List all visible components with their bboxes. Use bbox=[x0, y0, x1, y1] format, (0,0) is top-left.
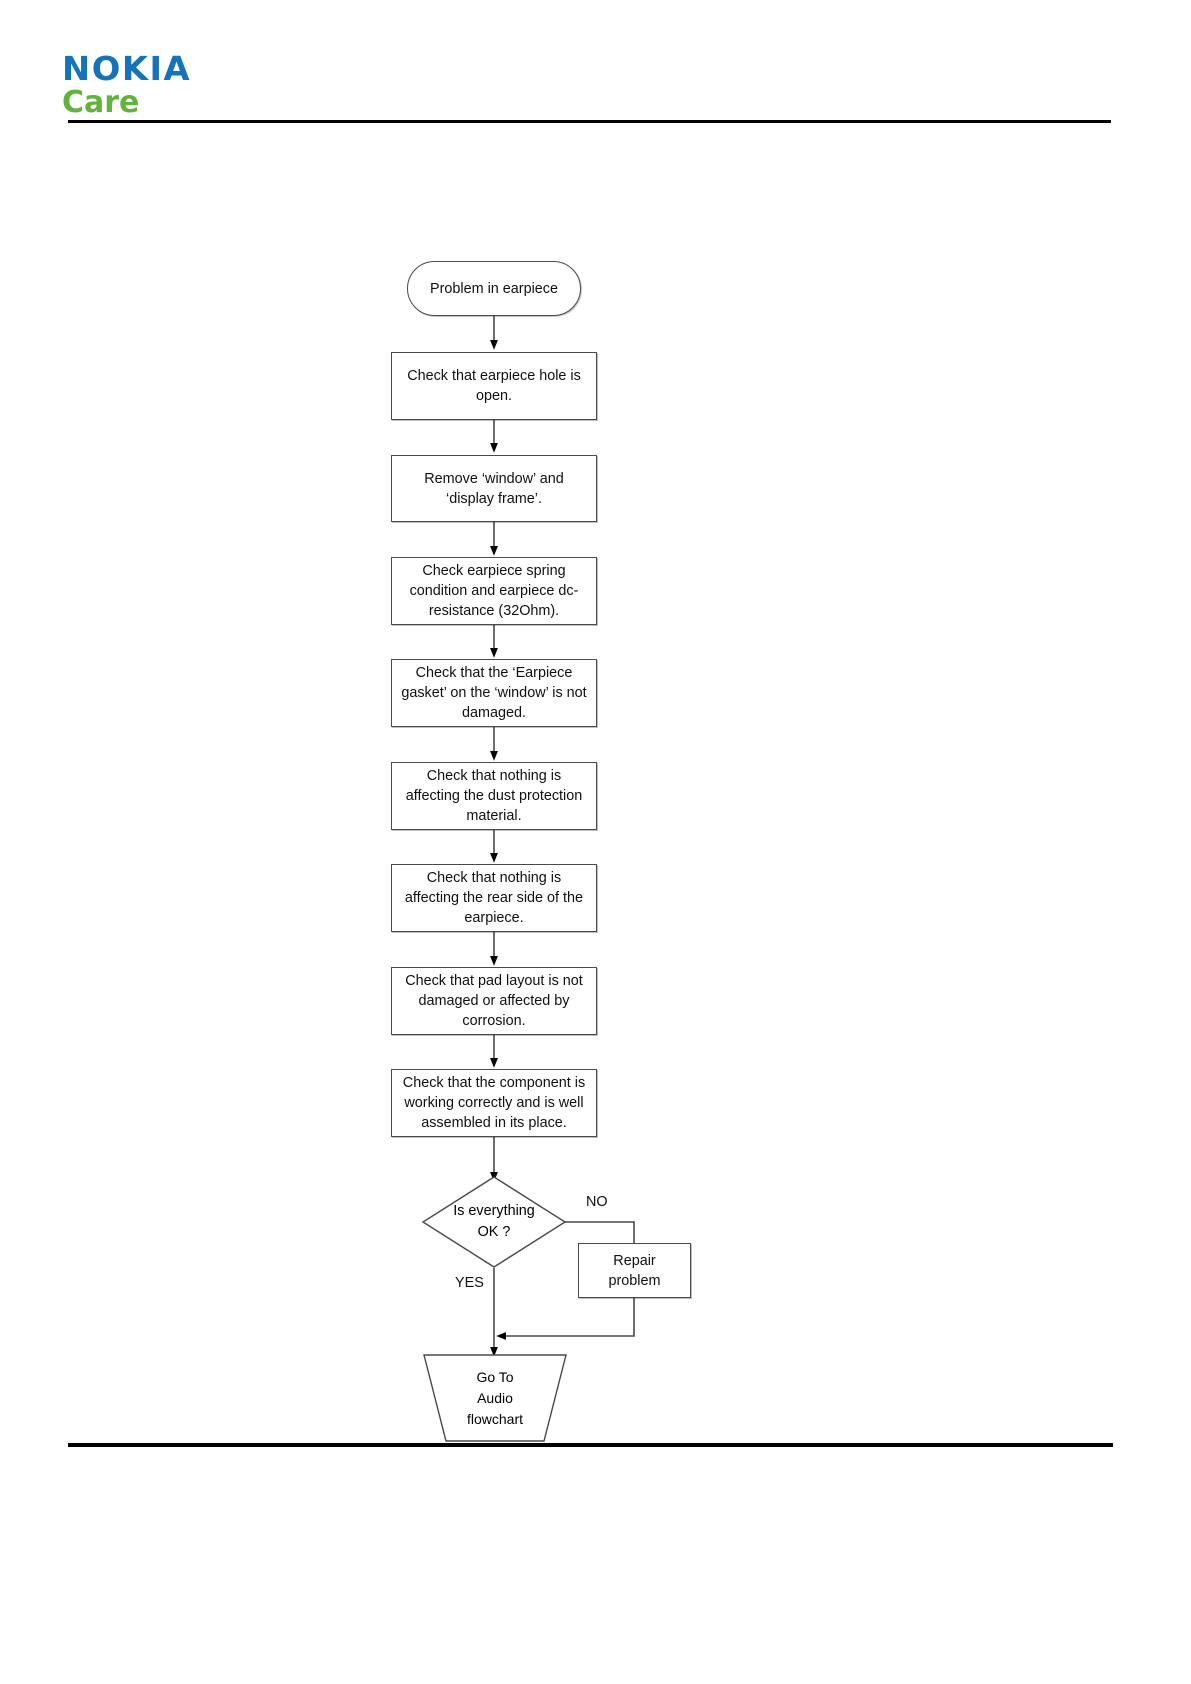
flow-node-label: Check that nothing is affecting the dust… bbox=[405, 768, 583, 824]
header-divider bbox=[68, 120, 1111, 123]
flow-node-check-earpiece-spring[interactable]: Check earpiece spring condition and earp… bbox=[391, 557, 597, 625]
flow-node-label: Check earpiece spring condition and earp… bbox=[409, 563, 579, 619]
footer-divider bbox=[68, 1443, 1113, 1447]
flow-node-decision-is-everything-ok[interactable]: Is everything OK ? bbox=[421, 1176, 567, 1268]
care-wordmark: Care bbox=[62, 85, 140, 120]
flow-node-start-label: Problem in earpiece bbox=[430, 280, 558, 297]
flow-node-repair-problem[interactable]: Repair problem bbox=[578, 1243, 691, 1298]
flow-node-label: Repair problem bbox=[608, 1252, 661, 1289]
nokia-wordmark: NOKIA bbox=[62, 49, 192, 88]
flow-node-check-earpiece-gasket[interactable]: Check that the ‘Earpiece gasket’ on the … bbox=[391, 659, 597, 727]
flow-node-check-component-working[interactable]: Check that the component is working corr… bbox=[391, 1069, 597, 1137]
flow-node-label: Check that the ‘Earpiece gasket’ on the … bbox=[401, 665, 587, 721]
nokia-care-logo: NOKIA Care bbox=[62, 52, 362, 120]
flow-node-check-dust-protection[interactable]: Check that nothing is affecting the dust… bbox=[391, 762, 597, 830]
flow-node-check-rear-side[interactable]: Check that nothing is affecting the rear… bbox=[391, 864, 597, 932]
flow-node-check-earpiece-hole[interactable]: Check that earpiece hole is open. bbox=[391, 352, 597, 420]
edge-label-yes: YES bbox=[455, 1275, 484, 1291]
flow-node-remove-window-display-frame[interactable]: Remove ‘window’ and ‘display frame’. bbox=[391, 455, 597, 522]
flow-node-check-pad-layout[interactable]: Check that pad layout is not damaged or … bbox=[391, 967, 597, 1035]
flow-node-label: Check that earpiece hole is open. bbox=[407, 368, 581, 404]
flow-node-label: Check that nothing is affecting the rear… bbox=[404, 870, 584, 926]
flow-node-label: Check that pad layout is not damaged or … bbox=[405, 973, 583, 1029]
trapezoid-shape bbox=[423, 1354, 567, 1442]
flow-node-label: Remove ‘window’ and ‘display frame’. bbox=[424, 470, 564, 507]
diamond-shape bbox=[421, 1176, 567, 1268]
edge-label-no: NO bbox=[586, 1194, 608, 1210]
flow-node-label: Check that the component is working corr… bbox=[402, 1075, 586, 1131]
flow-node-go-to-audio-flowchart[interactable]: Go To Audio flowchart bbox=[422, 1353, 568, 1443]
flow-node-start[interactable]: Problem in earpiece bbox=[407, 261, 581, 316]
